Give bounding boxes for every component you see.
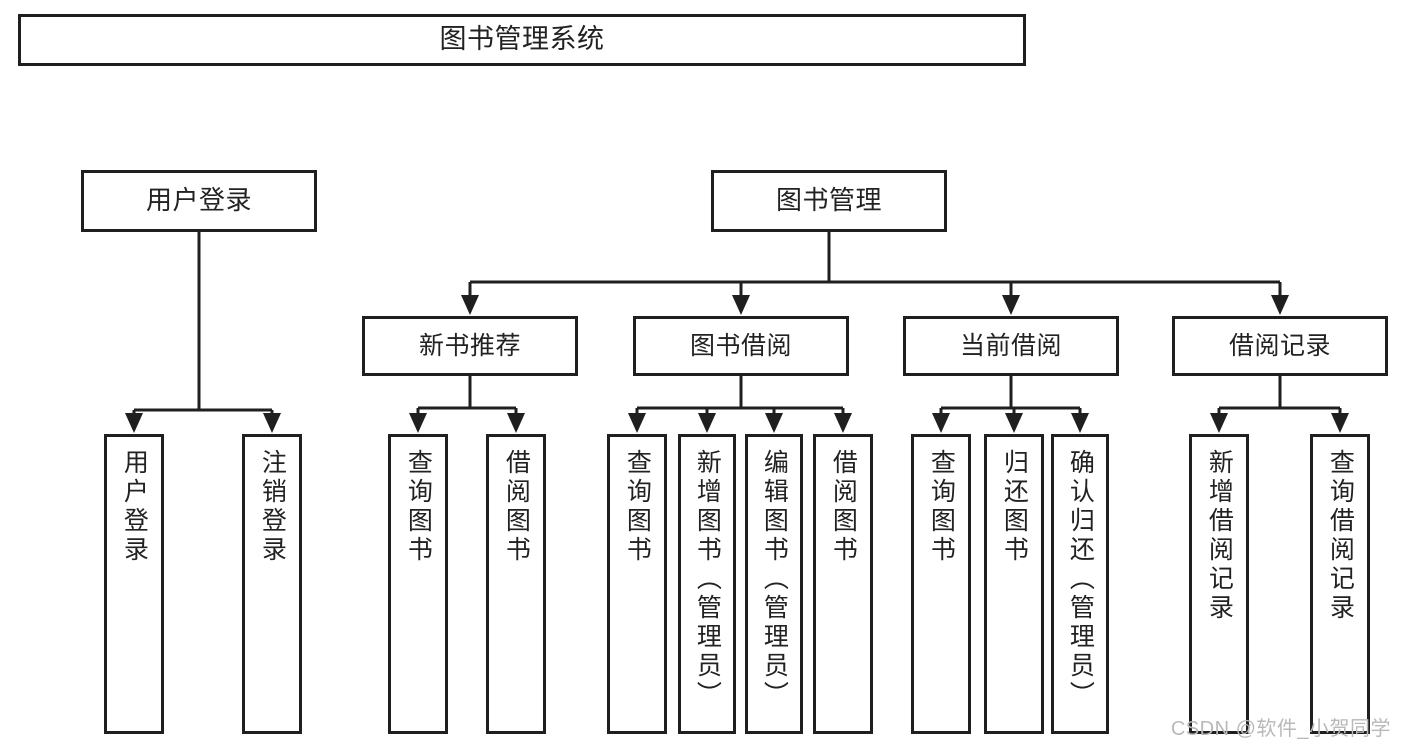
arrowhead-current-borrow-to-query-book-3 <box>932 413 950 433</box>
arrowhead-book-management-to-new-book-recommend <box>461 295 479 315</box>
arrowhead-borrow-record-to-query-borrow-record <box>1331 413 1349 433</box>
node-label-return-book: 归还图书 <box>1000 449 1029 565</box>
arrowhead-book-borrow-to-add-book <box>698 413 716 433</box>
node-new-book-recommend[interactable]: 新书推荐 <box>362 316 578 376</box>
node-borrow-record[interactable]: 借阅记录 <box>1172 316 1388 376</box>
node-label-user-login-leaf: 用户登录 <box>120 449 149 565</box>
node-edit-book[interactable]: 编辑图书（管理员） <box>745 434 803 734</box>
node-query-book-3[interactable]: 查询图书 <box>911 434 971 734</box>
node-label-query-borrow-record: 查询借阅记录 <box>1326 449 1355 623</box>
arrowhead-user-login-to-user-login-leaf <box>125 413 143 433</box>
node-add-borrow-record[interactable]: 新增借阅记录 <box>1189 434 1249 734</box>
node-confirm-return[interactable]: 确认归还（管理员） <box>1051 434 1109 734</box>
arrowhead-book-borrow-to-edit-book <box>765 413 783 433</box>
node-user-login[interactable]: 用户登录 <box>81 170 317 232</box>
arrowhead-current-borrow-to-return-book <box>1005 413 1023 433</box>
node-borrow-book-2[interactable]: 借阅图书 <box>813 434 873 734</box>
node-label-root: 图书管理系统 <box>439 24 605 55</box>
arrowhead-book-management-to-book-borrow <box>732 295 750 315</box>
node-label-confirm-return: 确认归还（管理员） <box>1066 449 1095 710</box>
arrowhead-borrow-record-to-add-borrow-record <box>1210 413 1228 433</box>
node-label-new-book-recommend: 新书推荐 <box>418 331 521 360</box>
node-label-book-borrow: 图书借阅 <box>689 331 792 360</box>
node-label-current-borrow: 当前借阅 <box>959 331 1062 360</box>
node-label-borrow-book-1: 借阅图书 <box>502 449 531 565</box>
arrowhead-new-book-recommend-to-borrow-book-1 <box>507 413 525 433</box>
arrowhead-user-login-to-logout-leaf <box>263 413 281 433</box>
node-logout-leaf[interactable]: 注销登录 <box>242 434 302 734</box>
node-book-management[interactable]: 图书管理 <box>711 170 947 232</box>
node-query-book-2[interactable]: 查询图书 <box>607 434 667 734</box>
node-query-borrow-record[interactable]: 查询借阅记录 <box>1310 434 1370 734</box>
arrowhead-book-management-to-borrow-record <box>1271 295 1289 315</box>
node-label-user-login: 用户登录 <box>145 185 252 216</box>
node-query-book-1[interactable]: 查询图书 <box>388 434 448 734</box>
node-label-add-borrow-record: 新增借阅记录 <box>1205 449 1234 623</box>
node-label-logout-leaf: 注销登录 <box>258 449 287 565</box>
node-label-book-management: 图书管理 <box>775 185 882 216</box>
node-return-book[interactable]: 归还图书 <box>984 434 1044 734</box>
node-label-query-book-1: 查询图书 <box>404 449 433 565</box>
node-label-borrow-book-2: 借阅图书 <box>829 449 858 565</box>
node-label-borrow-record: 借阅记录 <box>1228 331 1331 360</box>
watermark-label: CSDN @软件_小贺同学 <box>1170 718 1391 740</box>
node-book-borrow[interactable]: 图书借阅 <box>633 316 849 376</box>
node-label-add-book: 新增图书（管理员） <box>693 449 722 710</box>
node-root[interactable]: 图书管理系统 <box>18 14 1026 66</box>
node-label-query-book-2: 查询图书 <box>623 449 652 565</box>
arrowhead-current-borrow-to-confirm-return <box>1071 413 1089 433</box>
node-label-query-book-3: 查询图书 <box>927 449 956 565</box>
arrowhead-book-borrow-to-query-book-2 <box>628 413 646 433</box>
arrowhead-new-book-recommend-to-query-book-1 <box>409 413 427 433</box>
node-user-login-leaf[interactable]: 用户登录 <box>104 434 164 734</box>
arrowhead-book-management-to-current-borrow <box>1002 295 1020 315</box>
arrowhead-book-borrow-to-borrow-book-2 <box>834 413 852 433</box>
node-current-borrow[interactable]: 当前借阅 <box>903 316 1119 376</box>
node-add-book[interactable]: 新增图书（管理员） <box>678 434 736 734</box>
node-borrow-book-1[interactable]: 借阅图书 <box>486 434 546 734</box>
node-label-edit-book: 编辑图书（管理员） <box>760 449 789 710</box>
